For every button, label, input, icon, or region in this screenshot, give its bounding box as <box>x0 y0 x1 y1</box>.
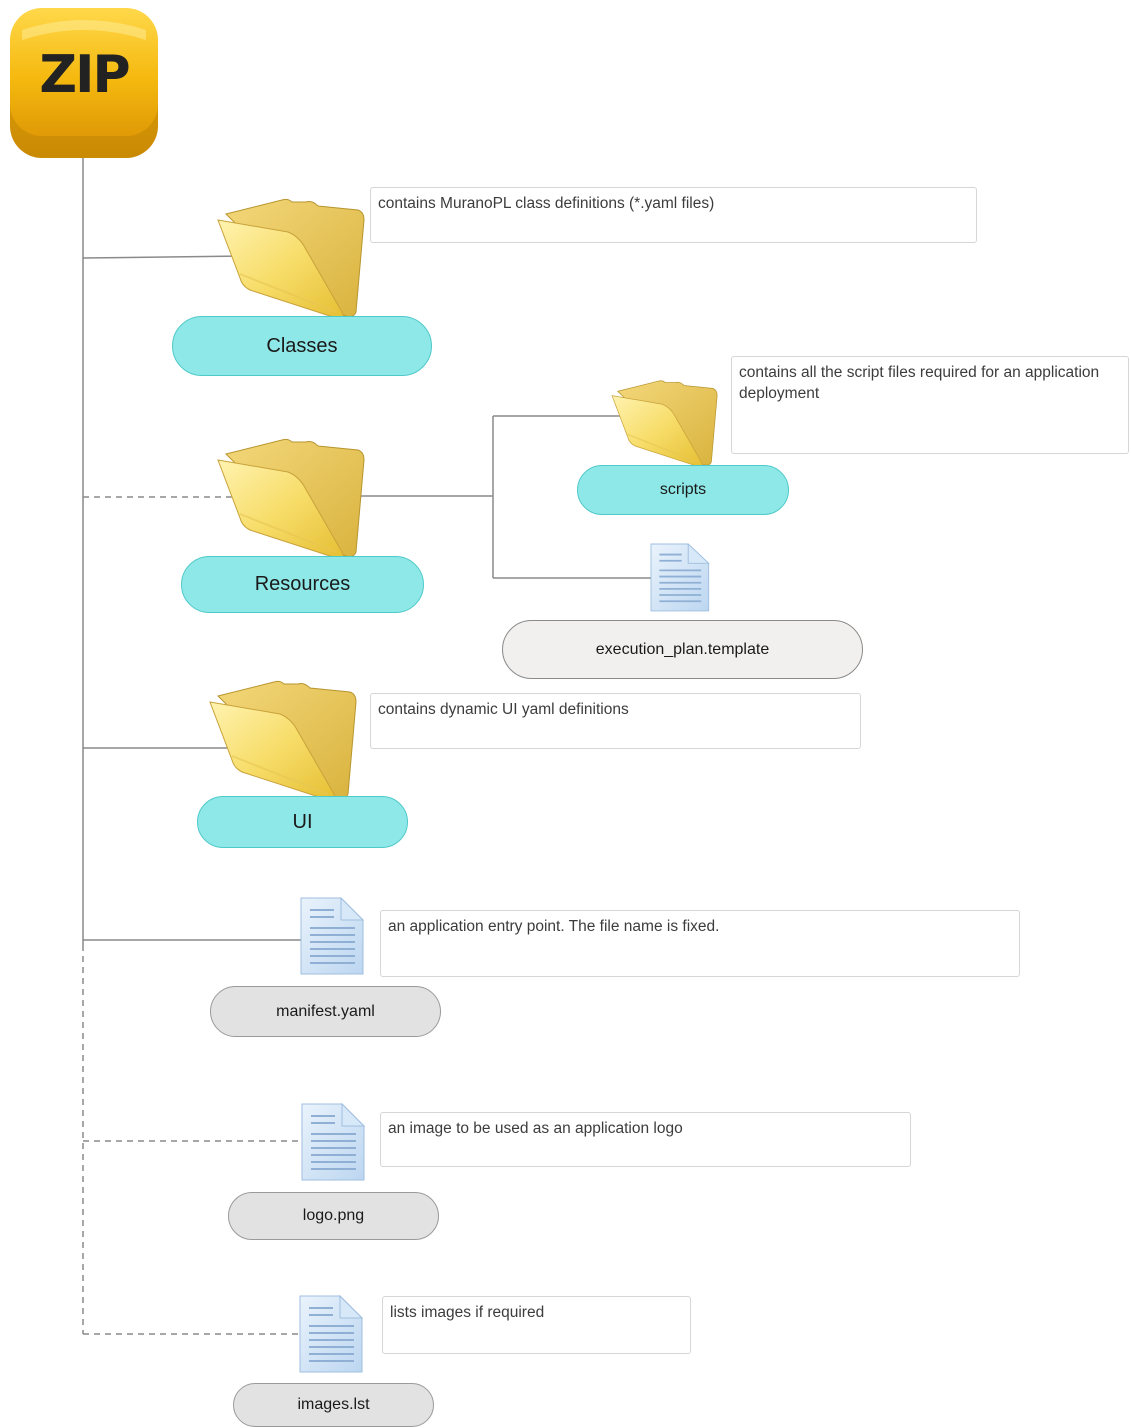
logo-document-icon <box>301 1103 365 1181</box>
ui-folder-icon <box>209 680 357 802</box>
manifest-label[interactable]: manifest.yaml <box>210 986 441 1037</box>
scripts-folder-icon <box>611 380 718 468</box>
execution-plan-label[interactable]: execution_plan.template <box>502 620 863 679</box>
branch-classes <box>82 255 246 259</box>
svg-text:ZIP: ZIP <box>39 45 128 105</box>
ui-note: contains dynamic UI yaml definitions <box>370 693 861 749</box>
resources-folder-icon <box>217 438 365 560</box>
manifest-note: an application entry point. The file nam… <box>380 910 1020 977</box>
logo-label[interactable]: logo.png <box>228 1192 439 1240</box>
execution-plan-document-icon <box>650 543 710 612</box>
ui-label[interactable]: UI <box>197 796 408 848</box>
logo-note: an image to be used as an application lo… <box>380 1112 911 1167</box>
images-note: lists images if required <box>382 1296 691 1354</box>
images-document-icon <box>299 1295 363 1373</box>
classes-note: contains MuranoPL class definitions (*.y… <box>370 187 977 243</box>
images-label[interactable]: images.lst <box>233 1383 434 1427</box>
scripts-note: contains all the script files required f… <box>731 356 1129 454</box>
classes-folder-icon <box>217 198 365 320</box>
zip-archive-icon: ZIP <box>10 8 158 158</box>
scripts-label[interactable]: scripts <box>577 465 789 515</box>
manifest-document-icon <box>300 897 364 975</box>
classes-label[interactable]: Classes <box>172 316 432 376</box>
resources-label[interactable]: Resources <box>181 556 424 613</box>
